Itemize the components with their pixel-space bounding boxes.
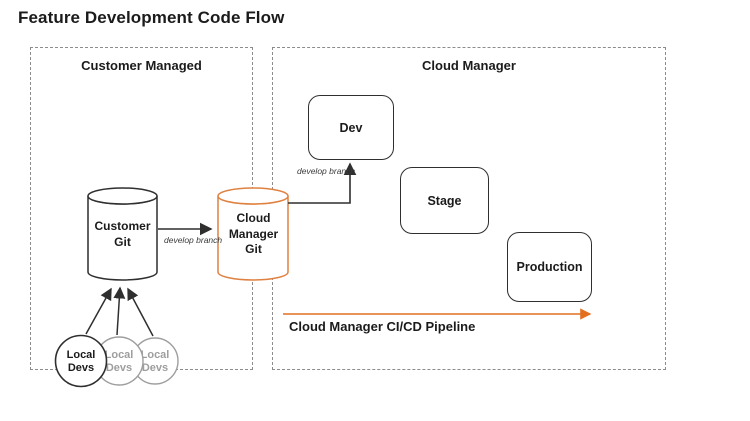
page-title: Feature Development Code Flow: [18, 8, 285, 27]
local-devs-circle-front: Local Devs: [54, 334, 108, 388]
develop-branch-label-dev: develop branch: [297, 166, 356, 176]
svg-text:Devs: Devs: [142, 362, 168, 374]
customer-git-label: Customer Git: [94, 219, 151, 249]
develop-branch-label-git: develop branch: [164, 235, 223, 245]
local-devs-circle-back: Local Devs: [131, 337, 179, 385]
arrow-local-dev2-to-git: [113, 286, 126, 336]
node-production-label: Production: [516, 260, 583, 274]
arrow-local-dev3-to-git: [127, 287, 154, 337]
customer-git-cylinder: [87, 187, 158, 281]
svg-text:Local: Local: [141, 349, 170, 361]
arrow-local-dev1-to-git: [85, 287, 112, 335]
svg-text:Local: Local: [105, 349, 134, 361]
region-customer-managed-label: Customer Managed: [81, 58, 202, 73]
node-stage-label: Stage: [427, 193, 462, 208]
node-dev: Dev: [308, 95, 394, 160]
region-cloud-manager-label: Cloud Manager: [422, 58, 516, 73]
node-dev-label: Dev: [339, 120, 363, 135]
arrow-cloud-git-to-dev: [288, 162, 357, 204]
svg-text:Local: Local: [67, 349, 96, 361]
svg-text:Devs: Devs: [106, 362, 132, 374]
svg-text:Devs: Devs: [68, 362, 94, 374]
node-stage: Stage: [400, 167, 489, 234]
node-production: Production: [507, 232, 592, 302]
cloud-manager-git-label: Cloud Manager Git: [228, 211, 279, 257]
local-devs-circle-middle: Local Devs: [94, 336, 144, 386]
pipeline-label: Cloud Manager CI/CD Pipeline: [289, 319, 476, 334]
cloud-manager-git-cylinder: [217, 187, 289, 281]
